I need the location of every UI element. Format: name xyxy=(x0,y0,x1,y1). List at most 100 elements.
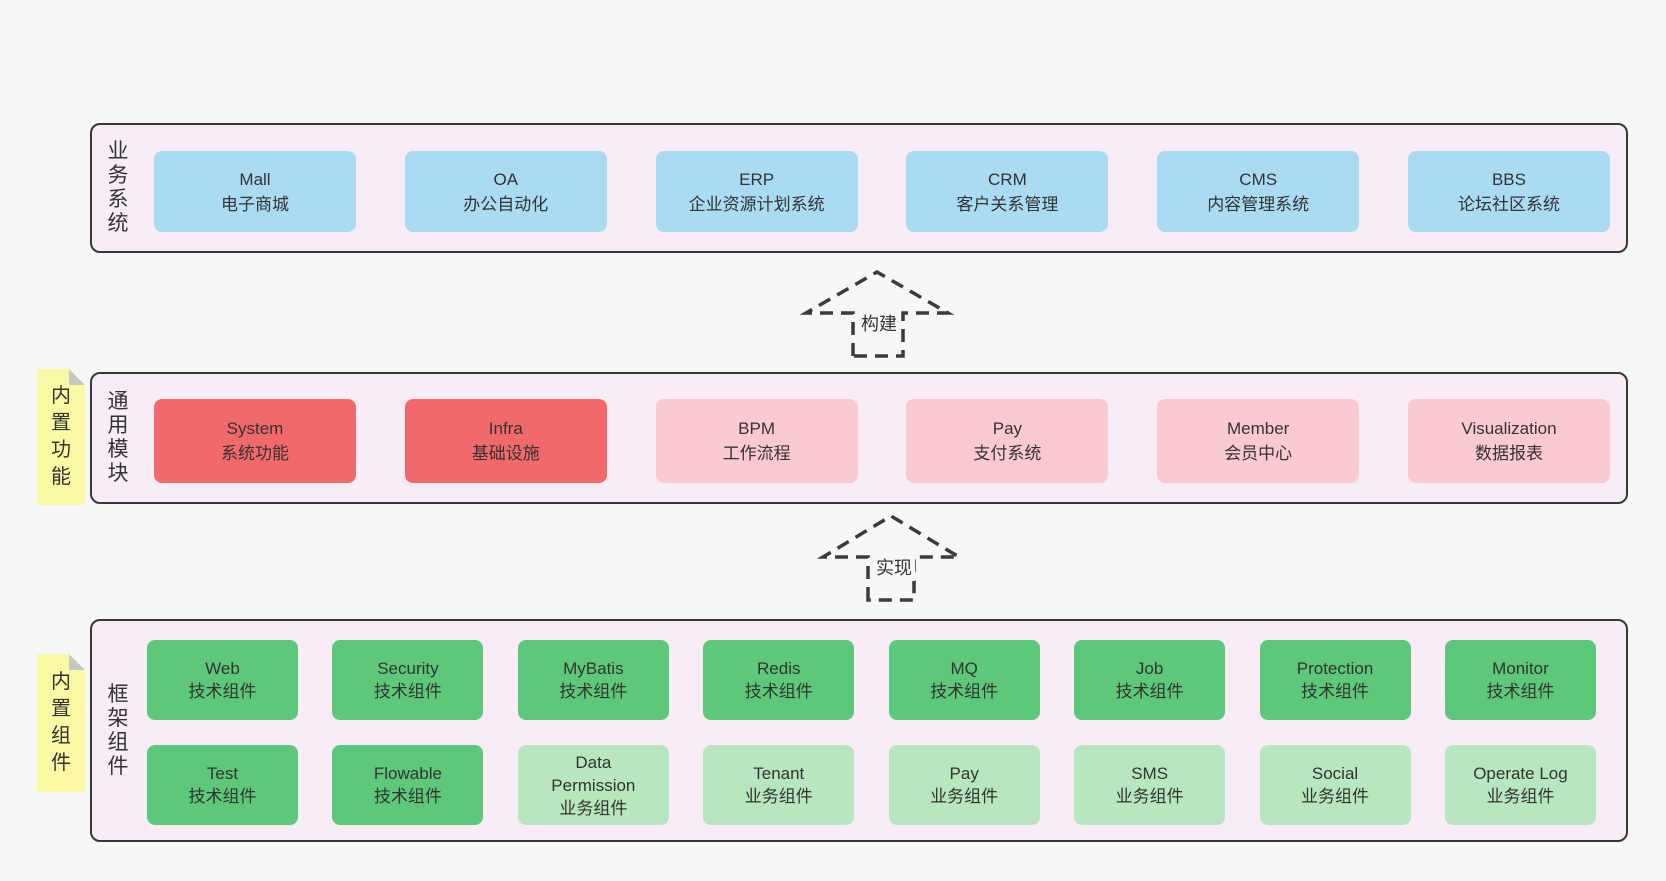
diagram-box: ERP 企业资源计划系统 xyxy=(655,151,858,232)
box-title: BBS xyxy=(1491,169,1526,189)
diagram-box: CMS 内容管理系统 xyxy=(1157,151,1360,232)
box-subtitle: 技术组件 xyxy=(188,787,257,806)
box-subtitle: 企业资源计划系统 xyxy=(688,194,825,214)
box-subtitle: 技术组件 xyxy=(373,682,442,701)
panel-side-label-framework: 框架组件 xyxy=(107,682,129,778)
diagram-box: Job 技术组件 xyxy=(1074,640,1226,720)
box-title: Redis xyxy=(757,659,801,678)
box-subtitle: 工作流程 xyxy=(722,444,791,463)
box-subtitle: 技术组件 xyxy=(930,682,999,701)
diagram-box: Security 技术组件 xyxy=(332,640,484,720)
box-title: CRM xyxy=(988,169,1027,189)
diagram-box: BBS 论坛社区系统 xyxy=(1407,151,1610,232)
box-subtitle: 支付系统 xyxy=(973,444,1042,463)
box-row: System 系统功能 Infra 基础设施 BPM 工作流程 Pay 支付系统 xyxy=(154,399,1610,483)
diagram-box: Pay 业务组件 xyxy=(888,745,1040,825)
panel-side-label-business: 业务系统 xyxy=(107,140,129,235)
box-subtitle: 技术组件 xyxy=(1301,682,1370,701)
note-label: 内置组件 xyxy=(51,671,71,774)
box-title: Operate Log xyxy=(1473,764,1568,783)
box-subtitle: 会员中心 xyxy=(1224,444,1293,463)
box-subtitle: 客户关系管理 xyxy=(956,194,1059,214)
box-subtitle: 电子商城 xyxy=(221,194,289,214)
diagram-box: Flowable 技术组件 xyxy=(332,745,484,825)
box-title: Infra xyxy=(488,419,523,438)
arrow-label-implement: 实现 xyxy=(873,553,915,581)
box-title: Pay xyxy=(949,764,979,783)
box-subtitle: 业务组件 xyxy=(1301,787,1370,806)
box-subtitle: 数据报表 xyxy=(1474,444,1543,463)
box-title: ERP xyxy=(739,169,775,189)
box-title: MyBatis xyxy=(563,659,624,678)
box-subtitle: 办公自动化 xyxy=(463,194,549,214)
diagram-box: Mall 电子商城 xyxy=(154,151,356,232)
diagram-box: Tenant 业务组件 xyxy=(703,745,855,825)
diagram-box: BPM 工作流程 xyxy=(655,399,858,483)
diagram-box: Web 技术组件 xyxy=(147,640,298,720)
panel-side-label-modules: 通用模块 xyxy=(107,390,129,485)
diagram-box: Monitor 技术组件 xyxy=(1444,640,1596,720)
note-label: 内置功能 xyxy=(51,385,71,488)
box-subtitle: 基础设施 xyxy=(471,444,540,463)
box-subtitle: 业务组件 xyxy=(559,798,628,818)
diagram-box: Infra 基础设施 xyxy=(404,399,607,483)
box-title: Tenant xyxy=(753,764,805,783)
box-title: Web xyxy=(205,659,240,678)
box-title: Pay xyxy=(992,419,1023,438)
common-modules-panel: 通用模块 System 系统功能 Infra 基础设施 BPM 工作流程 xyxy=(90,372,1628,504)
diagram-box: Social 业务组件 xyxy=(1259,745,1411,825)
box-row: Mall 电子商城 OA 办公自动化 ERP 企业资源计划系统 CRM 客户关系… xyxy=(154,151,1610,232)
box-subtitle: 业务组件 xyxy=(744,787,813,806)
diagram-box: Redis 技术组件 xyxy=(703,640,855,720)
diagram-box: Protection 技术组件 xyxy=(1259,640,1411,720)
box-subtitle: 业务组件 xyxy=(1486,787,1555,806)
diagram-box: MyBatis 技术组件 xyxy=(517,640,669,720)
box-title: Data Permission xyxy=(551,752,636,795)
diagram-box: Test 技术组件 xyxy=(147,745,298,825)
diagram-box: Data Permission 业务组件 xyxy=(517,745,669,825)
box-subtitle: 技术组件 xyxy=(188,682,257,701)
box-subtitle: 技术组件 xyxy=(559,682,628,701)
box-title: SMS xyxy=(1131,764,1169,783)
diagram-box: Pay 支付系统 xyxy=(906,399,1109,483)
box-subtitle: 论坛社区系统 xyxy=(1457,194,1560,214)
box-title: Social xyxy=(1311,764,1359,783)
box-subtitle: 内容管理系统 xyxy=(1207,194,1310,214)
diagram-box: Operate Log 业务组件 xyxy=(1444,745,1596,825)
box-title: MQ xyxy=(950,659,978,678)
diagram-box: CRM 客户关系管理 xyxy=(906,151,1109,232)
arrow-label-build: 构建 xyxy=(858,309,900,337)
box-subtitle: 业务组件 xyxy=(1115,787,1184,806)
box-subtitle: 系统功能 xyxy=(221,444,289,463)
sticky-note-built-in-components: 内置组件 xyxy=(37,654,85,792)
diagram-box: OA 办公自动化 xyxy=(404,151,607,232)
diagram-box: Visualization 数据报表 xyxy=(1407,399,1610,483)
box-subtitle: 业务组件 xyxy=(930,787,999,806)
diagram-box: Member 会员中心 xyxy=(1157,399,1360,483)
note-fold-corner xyxy=(69,654,85,670)
diagram-box: System 系统功能 xyxy=(154,399,356,483)
box-row: Test 技术组件 Flowable 技术组件 Data Permission … xyxy=(147,745,1596,825)
box-subtitle: 技术组件 xyxy=(1115,682,1184,701)
box-title: Protection xyxy=(1296,659,1374,678)
box-title: Test xyxy=(206,764,239,783)
box-title: Security xyxy=(377,659,439,678)
business-systems-panel: 业务系统 Mall 电子商城 OA 办公自动化 ERP 企业资源计划系统 xyxy=(90,123,1628,253)
box-title: BPM xyxy=(738,419,776,438)
box-title: Job xyxy=(1135,659,1164,678)
box-subtitle: 技术组件 xyxy=(373,787,442,806)
diagram-box: MQ 技术组件 xyxy=(888,640,1040,720)
box-subtitle: 技术组件 xyxy=(744,682,813,701)
box-title: Visualization xyxy=(1461,419,1557,438)
box-title: Member xyxy=(1227,419,1290,438)
box-title: Monitor xyxy=(1492,659,1549,678)
box-title: System xyxy=(226,419,284,438)
diagram-box: SMS 业务组件 xyxy=(1074,745,1226,825)
framework-components-panel: 框架组件 Web 技术组件 Security 技术组件 MyBatis 技术组件 xyxy=(90,619,1628,842)
box-subtitle: 技术组件 xyxy=(1486,682,1555,701)
box-row: Web 技术组件 Security 技术组件 MyBatis 技术组件 Redi… xyxy=(147,640,1596,720)
sticky-note-built-in-functions: 内置功能 xyxy=(37,369,85,505)
box-title: Mall xyxy=(239,169,271,189)
box-title: OA xyxy=(493,169,519,189)
